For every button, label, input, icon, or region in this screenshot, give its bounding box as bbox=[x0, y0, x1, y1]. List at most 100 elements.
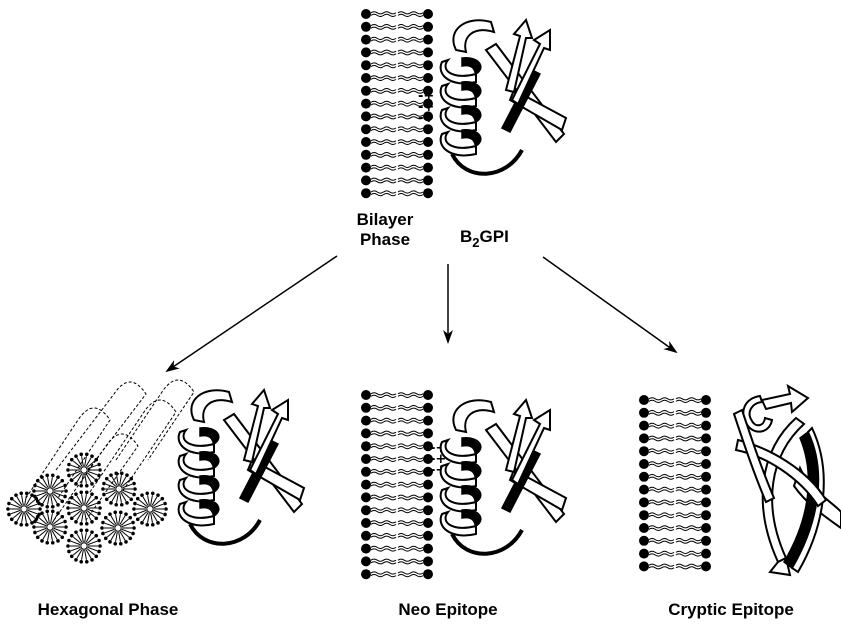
micelle-core bbox=[47, 524, 53, 530]
lipid-head bbox=[701, 549, 711, 559]
micelle-head bbox=[56, 539, 60, 543]
micelle-tail bbox=[119, 514, 121, 524]
lipid-tail bbox=[371, 27, 396, 29]
lipid-tail bbox=[676, 541, 701, 543]
lipid-tail bbox=[398, 53, 423, 55]
micelle-head bbox=[113, 542, 117, 546]
lipid-tail bbox=[398, 562, 423, 564]
micelle-head bbox=[32, 525, 36, 529]
micelle-tail bbox=[116, 514, 118, 524]
lipid-tail bbox=[371, 482, 396, 484]
micelle-head bbox=[119, 510, 123, 514]
lipid-head bbox=[423, 480, 433, 490]
micelle-core bbox=[147, 506, 153, 512]
micelle-head bbox=[104, 536, 108, 540]
lipid-tail bbox=[676, 452, 701, 454]
lipid-head bbox=[701, 446, 711, 456]
lipid-head bbox=[361, 150, 371, 160]
lipid-tail bbox=[398, 511, 423, 513]
lipid-head bbox=[361, 137, 371, 147]
lipid-tail bbox=[649, 551, 674, 553]
lipid-tail bbox=[676, 554, 701, 556]
lipid-head bbox=[423, 47, 433, 57]
micelle-head bbox=[125, 473, 129, 477]
micelle-head bbox=[60, 479, 64, 483]
micelle-head bbox=[120, 471, 124, 475]
lipid-tail bbox=[676, 426, 701, 428]
micelle-tail bbox=[85, 494, 87, 504]
lipid-tail bbox=[649, 554, 674, 556]
micelle-tail bbox=[85, 474, 87, 484]
micelle-head bbox=[101, 487, 105, 491]
lipid-tail bbox=[398, 27, 423, 29]
lipid-tail bbox=[649, 413, 674, 415]
micelle-head bbox=[131, 532, 135, 536]
neo-epitope-protein bbox=[441, 400, 566, 554]
lipid-tail bbox=[371, 521, 396, 523]
micelle-head bbox=[60, 535, 64, 539]
micelle-core bbox=[47, 488, 53, 494]
lipid-tail bbox=[371, 395, 396, 397]
micelle-head bbox=[97, 512, 101, 516]
lipid-head bbox=[639, 549, 649, 559]
micelle-head bbox=[33, 531, 37, 535]
lipid-tail bbox=[398, 25, 423, 27]
lipid-tail bbox=[676, 475, 701, 477]
micelle-head bbox=[74, 492, 78, 496]
lipid-tail bbox=[398, 178, 423, 180]
micelle bbox=[66, 490, 102, 525]
micelle-head bbox=[132, 493, 136, 497]
micelle-tail bbox=[48, 495, 50, 505]
micelle-head bbox=[164, 507, 168, 511]
micelle-head bbox=[163, 513, 167, 517]
micelle-head bbox=[66, 544, 70, 548]
micelle-head bbox=[132, 526, 136, 530]
micelle-head bbox=[66, 468, 70, 472]
lipid-tail bbox=[371, 470, 396, 472]
micelle-head bbox=[85, 452, 89, 456]
lipid-head bbox=[423, 175, 433, 185]
hexagonal-phase-label: Hexagonal Phase bbox=[38, 600, 179, 619]
lipid-tail bbox=[371, 444, 396, 446]
lipid-tail bbox=[676, 413, 701, 415]
lipid-head bbox=[423, 428, 433, 438]
lipid-tail bbox=[649, 487, 674, 489]
micelle-head bbox=[90, 520, 94, 524]
hex-tube bbox=[116, 380, 194, 460]
micelle-tail bbox=[116, 532, 118, 542]
lipid-head bbox=[639, 408, 649, 418]
lipid-tail bbox=[676, 462, 701, 464]
lipid-head bbox=[361, 73, 371, 83]
charge-pair: -+ bbox=[418, 111, 434, 126]
lipid-tail bbox=[649, 436, 674, 438]
lipid-tail bbox=[371, 472, 396, 474]
lipid-tail bbox=[398, 534, 423, 536]
micelle-head bbox=[85, 528, 89, 532]
lipid-tail bbox=[398, 194, 423, 196]
lipid-tail bbox=[398, 572, 423, 574]
lipid-head bbox=[361, 428, 371, 438]
micelle-head bbox=[33, 484, 37, 488]
lipid-head bbox=[639, 510, 649, 520]
lipid-head bbox=[423, 556, 433, 566]
micelle-core bbox=[115, 525, 121, 531]
micelle-tail bbox=[151, 513, 153, 523]
lipid-head bbox=[361, 416, 371, 426]
protein-loop bbox=[453, 400, 494, 432]
lipid-tail bbox=[371, 498, 396, 500]
lipid-tail bbox=[371, 459, 396, 461]
micelle-head bbox=[85, 484, 89, 488]
micelle-head bbox=[136, 497, 140, 501]
lipid-tail bbox=[371, 91, 396, 93]
lipid-tail bbox=[676, 411, 701, 413]
micelle-head bbox=[19, 491, 23, 495]
lipid-tail bbox=[371, 63, 396, 65]
micelle-head bbox=[67, 463, 71, 467]
micelle-head bbox=[34, 497, 38, 501]
micelle-head bbox=[129, 497, 133, 501]
lipid-tail bbox=[676, 539, 701, 541]
lipid-tail bbox=[371, 393, 396, 395]
lipid-tail bbox=[371, 25, 396, 27]
lipid-tail bbox=[649, 439, 674, 441]
